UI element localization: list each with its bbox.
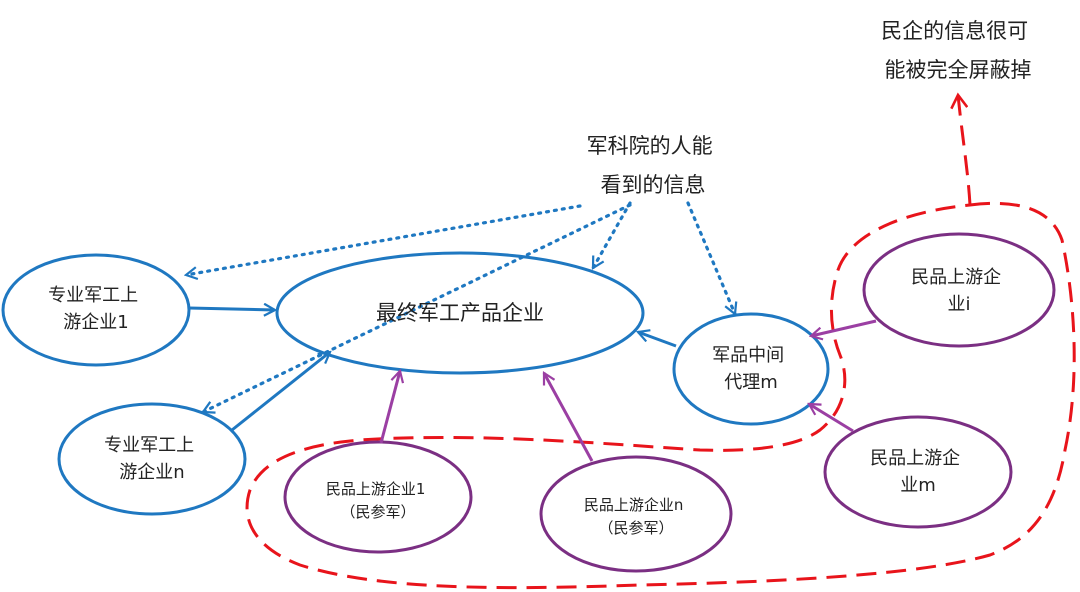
military-upstream-n-node[interactable] [57, 402, 247, 516]
pointer-dashed-line [958, 95, 972, 206]
military-agent-label: 军品中间 代理m [712, 345, 790, 393]
civil-upstream-1-label: 民品上游企业1 （民参军） [326, 480, 430, 521]
civil-upstream-m-node[interactable] [823, 415, 1013, 529]
dotted-arrow-to-agent [686, 201, 735, 314]
annotations: 军科院的人能 看到的信息 民企的信息很可 能被完全屏蔽掉 [587, 19, 1035, 197]
blue-supply-arrows [188, 308, 677, 432]
arrow-civ-n-to-final [542, 373, 594, 462]
arrow-miln-to-final [231, 352, 330, 432]
academy-annotation: 军科院的人能 看到的信息 [587, 134, 720, 197]
civil-upstream-n-node[interactable] [539, 455, 733, 573]
outer-dashed-boundary [245, 201, 1076, 590]
dotted-arrow-to-mil1 [186, 204, 582, 275]
nodes [1, 232, 1056, 573]
arrow-civ-i-to-agent [811, 319, 877, 336]
military-upstream-1-label: 专业军工上 游企业1 [48, 285, 144, 333]
arrow-mil1-to-final [188, 308, 275, 310]
military-upstream-1-node[interactable] [1, 253, 191, 367]
civil-upstream-n-label: 民品上游企业n （民参军） [584, 496, 688, 537]
node-labels: 最终军工产品企业 专业军工上 游企业1 专业军工上 游企业n 军品中间 代理m … [48, 267, 1007, 537]
military-agent-node[interactable] [672, 312, 830, 426]
shield-annotation: 民企的信息很可 能被完全屏蔽掉 [881, 19, 1035, 82]
arrow-civ-1-to-final [379, 371, 400, 444]
academy-visibility-arrows [186, 201, 735, 412]
arrow-civ-m-to-agent [809, 402, 854, 433]
dotted-arrow-to-miln [203, 203, 632, 412]
shielded-boundary [245, 95, 1076, 590]
civil-upstream-1-node[interactable] [283, 440, 473, 554]
purple-supply-arrows [379, 319, 877, 462]
arrow-agent-to-final [638, 332, 677, 348]
civil-upstream-i-label: 民品上游企 业i [911, 267, 1007, 315]
civil-upstream-m-label: 民品上游企 业m [870, 448, 966, 496]
final-product-enterprise-label: 最终军工产品企业 [376, 301, 544, 325]
civil-upstream-i-node[interactable] [862, 232, 1056, 348]
military-upstream-n-label: 专业军工上 游企业n [104, 435, 200, 483]
dotted-arrow-to-final [591, 201, 632, 268]
